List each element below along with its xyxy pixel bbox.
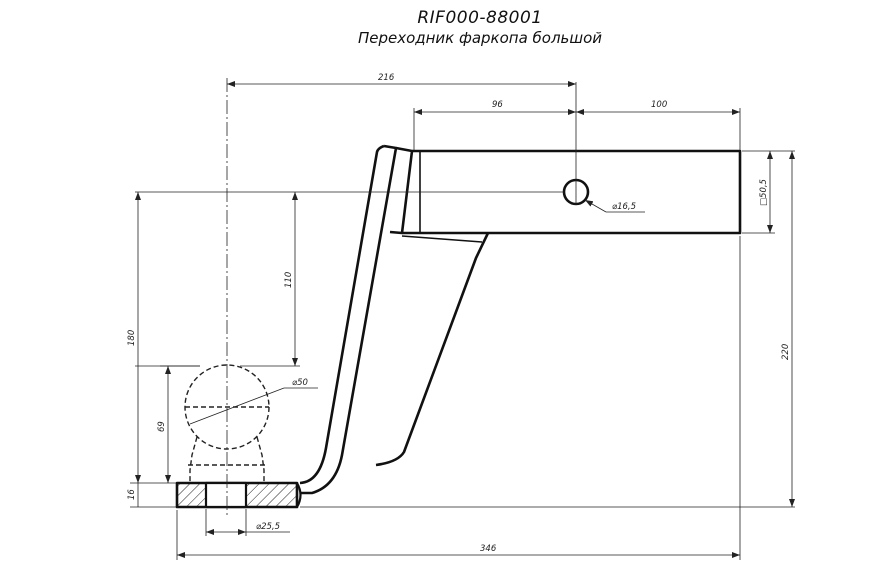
dim-tube-square: □50,5 [759,179,769,206]
dim-69: 69 [157,421,167,432]
dim-hole-dia: ⌀16,5 [612,202,636,212]
dim-346: 346 [480,544,497,554]
drawing-code: RIF000-88001 [417,8,543,28]
dimension-texts: 216 96 100 ⌀16,5 □50,5 220 110 180 ⌀50 6… [127,73,791,554]
drawing-name: Переходник фаркопа большой [357,29,603,47]
gusset-inner [401,235,483,243]
shank-inner [299,144,385,485]
dim-16: 16 [127,489,137,500]
dim-220: 220 [781,344,791,360]
title-block: RIF000-88001 Переходник фаркопа большой [330,8,630,48]
dim-bolt-dia: ⌀25,5 [256,522,280,532]
leader-ball [189,387,285,425]
dim-100: 100 [651,100,667,110]
tow-ball [184,364,270,483]
dimension-lines [135,81,795,558]
dim-ball-dia: ⌀50 [292,378,308,388]
part-outline [175,144,742,509]
dim-180: 180 [127,330,137,346]
shank-outer [300,144,398,495]
dim-96: 96 [492,100,503,110]
dim-216: 216 [378,73,395,83]
gusset [375,232,490,467]
dim-110: 110 [284,272,294,288]
leader-hole [584,199,607,213]
